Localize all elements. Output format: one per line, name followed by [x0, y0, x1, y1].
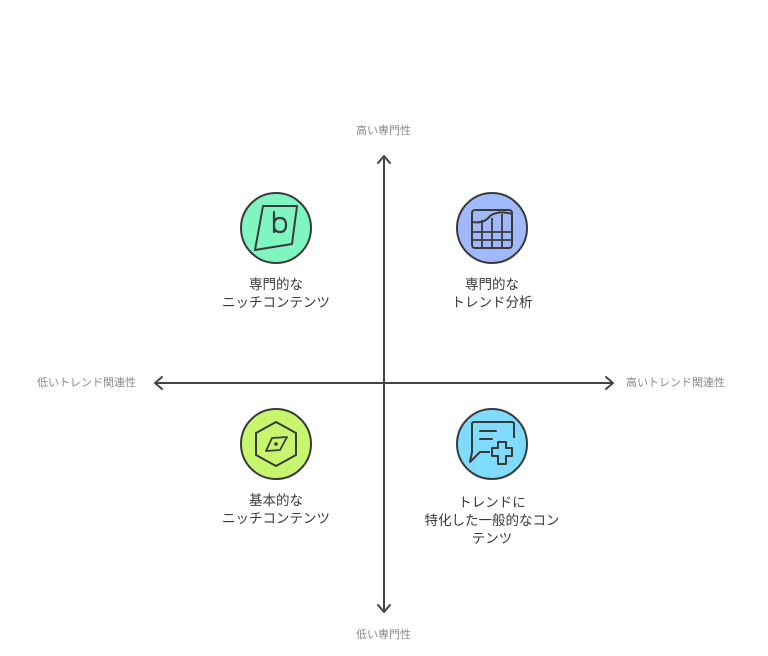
- right-arrow-head: [605, 376, 614, 390]
- quadrant-label-line: 専門的な: [249, 277, 303, 293]
- left-arrow-head: [154, 376, 163, 390]
- quadrant-label-line: ニッチコンテンツ: [222, 295, 330, 311]
- quadrant-label-top-left: 専門的な ニッチコンテンツ: [186, 276, 366, 312]
- quadrant-label-line: ニッチコンテンツ: [222, 511, 330, 527]
- quadrant-label-top-right: 専門的な トレンド分析: [402, 276, 582, 312]
- up-arrow-head: [377, 155, 391, 164]
- axis-label-bottom: 低い専門性: [356, 628, 411, 641]
- table-chart-icon: [456, 192, 528, 264]
- quadrant-label-bottom-right: トレンドに 特化した一般的なコン テンツ: [402, 494, 582, 548]
- quadrant-label-bottom-left: 基本的な ニッチコンテンツ: [186, 492, 366, 528]
- down-arrow-head: [377, 604, 391, 613]
- quadrant-label-line: トレンド分析: [451, 295, 533, 311]
- quadrant-label-line: 特化した一般的なコン: [424, 513, 560, 529]
- chat-plus-icon: [456, 408, 528, 480]
- bing-logo-icon: [240, 192, 312, 264]
- axis-label-top: 高い専門性: [356, 124, 411, 137]
- quadrant-label-line: 基本的な: [249, 493, 303, 509]
- axis-label-right: 高いトレンド関連性: [626, 376, 725, 389]
- quadrant-label-line: テンツ: [471, 531, 513, 547]
- axis-label-left: 低いトレンド関連性: [37, 376, 136, 389]
- quadrant-label-line: トレンドに: [458, 495, 526, 511]
- compass-icon: [240, 408, 312, 480]
- quadrant-label-line: 専門的な: [465, 277, 519, 293]
